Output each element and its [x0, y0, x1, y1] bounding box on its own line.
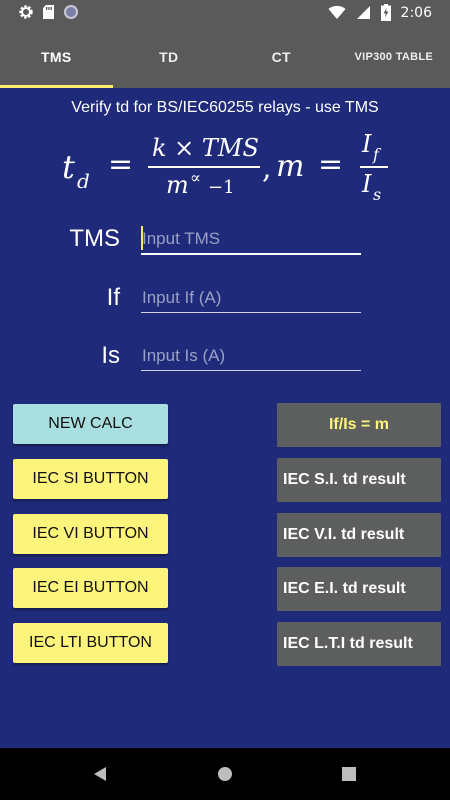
page-subtitle: Verify td for BS/IEC60255 relays - use T… — [71, 99, 379, 116]
formula-denominator-base: m — [166, 171, 189, 199]
wifi-icon — [328, 5, 346, 20]
if-label: If — [106, 284, 120, 311]
formula-ratio-den: I — [361, 170, 372, 198]
td-formula: t d = k × TMS m ∝ −1 , m = I f I s — [62, 130, 388, 204]
formula-lhs-sub: d — [77, 169, 90, 193]
iec-ei-button[interactable]: IEC EI BUTTON — [13, 568, 168, 608]
formula-ratio-num-sub: f — [372, 145, 382, 164]
formula-equals: = — [108, 147, 133, 182]
status-bar: 2:06 — [0, 0, 450, 26]
formula-comma: , — [262, 151, 272, 186]
if-input[interactable] — [141, 283, 361, 313]
circle-icon — [63, 4, 79, 20]
recents-icon — [342, 767, 356, 781]
is-label: Is — [101, 342, 120, 369]
formula-m: m — [276, 149, 304, 184]
ratio-result: If/Is = m — [277, 403, 441, 447]
formula-numerator: k × TMS — [152, 134, 259, 162]
formula-fraction-bar — [148, 166, 260, 168]
home-icon — [218, 767, 232, 781]
text-caret — [141, 226, 143, 250]
iec-lti-result: IEC L.T.I td result — [277, 622, 441, 666]
gear-icon — [18, 4, 34, 20]
tab-ct[interactable]: CT — [271, 49, 291, 65]
navigation-bar — [0, 748, 450, 800]
tab-td[interactable]: TD — [159, 49, 179, 65]
iec-lti-button[interactable]: IEC LTI BUTTON — [13, 623, 168, 663]
iec-vi-button[interactable]: IEC VI BUTTON — [13, 514, 168, 554]
battery-charging-icon — [380, 4, 391, 21]
tab-indicator — [0, 85, 113, 88]
signal-icon — [356, 5, 371, 20]
tab-bar: TMS TD CT VIP300 TABLE — [0, 26, 450, 88]
tab-vip300-table[interactable]: VIP300 TABLE — [354, 51, 434, 63]
formula-denominator-rest: −1 — [208, 177, 235, 198]
back-icon — [94, 767, 106, 781]
home-button[interactable] — [195, 748, 255, 800]
iec-ei-result: IEC E.I. td result — [277, 567, 441, 611]
formula-ratio-num: I — [361, 130, 372, 158]
formula-ratio-den-sub: s — [373, 185, 381, 204]
tab-tms[interactable]: TMS — [41, 49, 72, 65]
tms-label: TMS — [69, 225, 120, 252]
formula-denominator-exp: ∝ — [190, 168, 201, 187]
iec-si-result: IEC S.I. td result — [277, 458, 441, 502]
tms-input[interactable] — [141, 225, 361, 255]
formula-equals-2: = — [318, 147, 343, 182]
new-calc-button[interactable]: NEW CALC — [13, 404, 168, 444]
back-button[interactable] — [70, 748, 130, 800]
formula-lhs: t — [62, 148, 75, 186]
recents-button[interactable] — [319, 748, 379, 800]
iec-si-button[interactable]: IEC SI BUTTON — [13, 459, 168, 499]
is-input[interactable] — [141, 341, 361, 371]
formula-ratio-bar — [360, 166, 388, 168]
clock-time: 2:06 — [400, 4, 432, 21]
iec-vi-result: IEC V.I. td result — [277, 513, 441, 557]
sd-card-icon — [42, 4, 55, 20]
